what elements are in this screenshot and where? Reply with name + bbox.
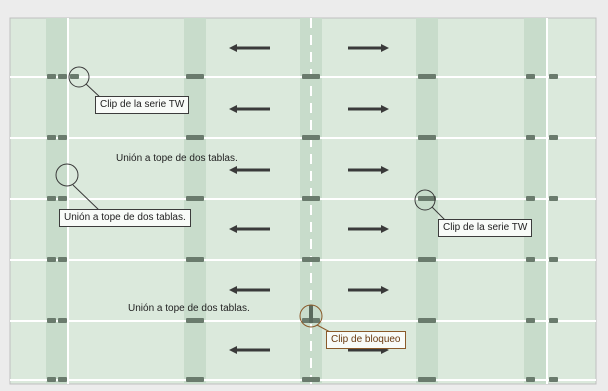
clip-row (47, 377, 558, 382)
butt-joint-lines (67, 18, 548, 384)
clips (47, 74, 558, 382)
callout-label-clip-lock: Clip de bloqueo (326, 331, 406, 349)
joist (524, 18, 546, 384)
leader-line (431, 206, 447, 222)
callout-label-clip-tw: Clip de la serie TW (95, 96, 190, 114)
callout-label-clip-tw-right: Clip de la serie TW (438, 219, 533, 237)
leader-line (72, 184, 101, 212)
note-butt-joint-bottom: Unión a tope de dos tablas. (128, 303, 250, 314)
callout-circle-clip-lock (299, 304, 323, 328)
arrows (229, 44, 389, 354)
clip-row (47, 74, 558, 79)
callouts (55, 66, 447, 333)
lock-clip (309, 305, 313, 323)
callout-circle-clip-tw-right (414, 189, 436, 211)
callout-label-butt-joint: Unión a tope de dos tablas. (59, 209, 191, 227)
callout-circle-butt-joint (55, 163, 79, 187)
joist (46, 18, 68, 384)
clip-row (47, 135, 558, 140)
leader-line (316, 324, 331, 333)
note-butt-joint-top: Unión a tope de dos tablas. (116, 153, 238, 164)
clip-row (47, 257, 558, 262)
clip-row (47, 196, 558, 201)
callout-circle-clip-tw (68, 66, 90, 88)
